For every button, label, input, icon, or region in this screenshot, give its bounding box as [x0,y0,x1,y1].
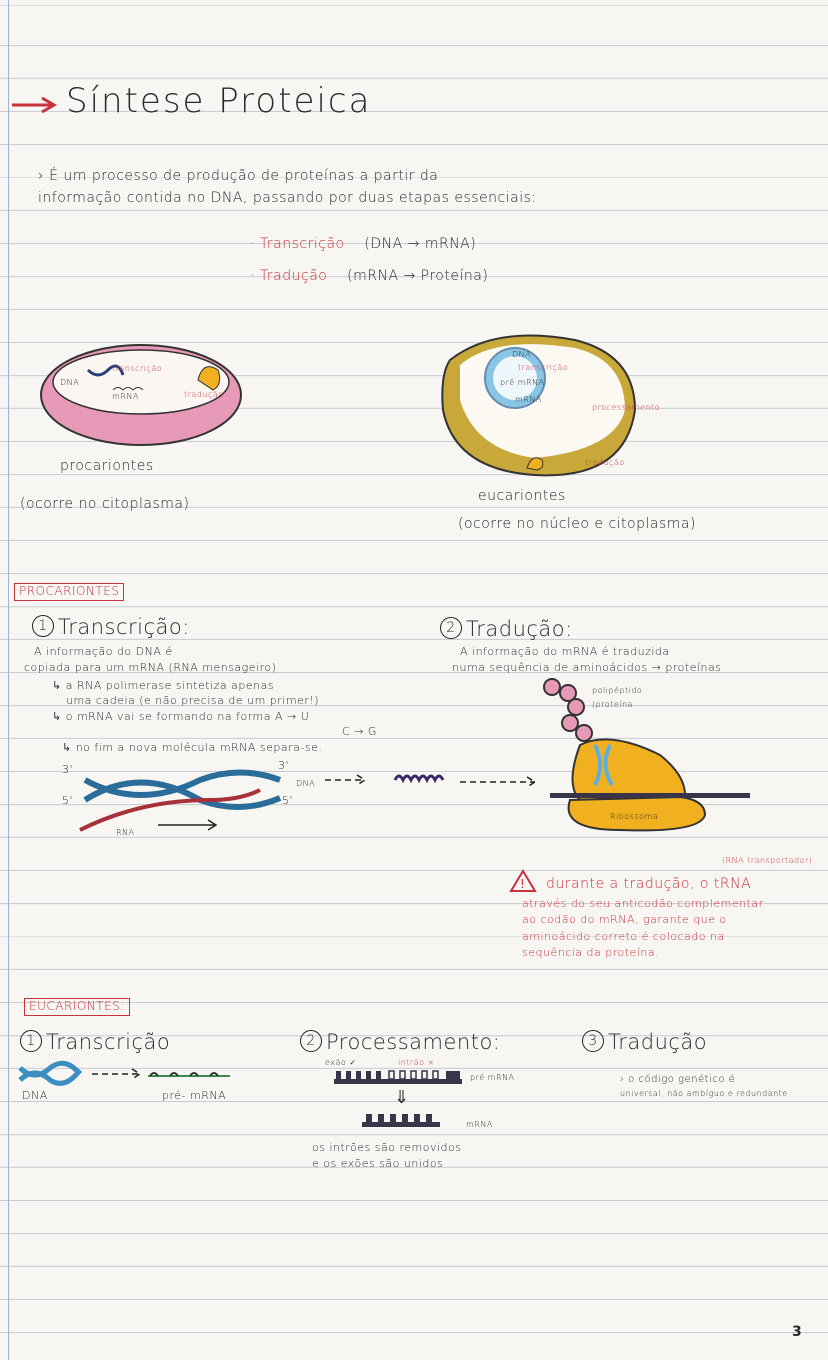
rna-label: RNA [116,828,135,837]
dna-end-5-left: 5' [62,794,74,807]
warning-line: ao codão do mRNA, garante que o [522,913,727,926]
prokaryote-note: (ocorre no citoplasma) [20,496,190,512]
prok-translation-line: A informação do mRNA é traduzida [460,645,670,658]
mrna-bar-illustration [362,1114,440,1127]
eukaryote-mrna-label: mRNA [515,395,542,404]
down-arrow-icon: ⇓ [394,1087,410,1108]
dna-to-premrna-illustration [18,1060,230,1086]
prokaryote-mrna-label: mRNA [112,392,139,401]
trna-aside: (RNA transportador) [722,856,813,865]
ribosome-label: Ribossoma [610,812,659,821]
arrow-icon [12,96,57,114]
exon-label: exão ✓ [325,1058,357,1067]
dna-end-5-right: 5' [282,794,294,807]
prokaryote-dna-label: DNA [60,378,80,387]
prokaryote-transcription-label: transcrição [112,364,163,373]
mrna-flow-illustration [325,774,537,788]
dna-label: DNA [296,779,316,788]
euk-dna-label: DNA [22,1089,48,1102]
dna-rna-illustration [79,769,282,832]
page-number: 3 [792,1324,803,1340]
prokaryotes-section-label: PROCARIONTES [14,583,125,601]
svg-text:!: ! [520,877,525,891]
prokaryote-caption: procariontes [60,458,154,474]
polypeptide-label: polipéptido [592,686,643,695]
eukaryote-processing-label: processamento [592,403,660,412]
intro-line-2: informação contida no DNA, passando por … [38,190,537,206]
eukaryote-note: (ocorre no núcleo e citoplasma) [458,516,696,532]
prok-transcription-line: copiada para um mRNA (RNA mensageiro) [24,661,277,674]
eukaryote-translation-label: tradução [585,458,625,467]
processing-mrna-label: mRNA [466,1120,493,1129]
prok-transcription-line: ↳ no fim a nova molécula mRNA separa-se. [62,741,323,754]
euk-pre-mrna-label: pré- mRNA [162,1089,227,1102]
genetic-code-line-2: universal, não ambíguo e redundante [620,1089,788,1098]
prok-transcription-line: ↳ o mRNA vai se formando na forma A → U [52,710,310,723]
eukaryote-dna-label: DNA [512,350,532,359]
processing-pre-mrna-label: pré mRNA [470,1073,515,1082]
margin-line [8,0,9,1360]
dna-end-3-right: 3' [278,759,290,772]
protein-label: (proteína [592,700,633,709]
intro-line-1: › É um processo de produção de proteínas… [38,168,439,184]
eukaryotes-section-label: EUCARIONTES: [24,998,130,1016]
step-translation: · Tradução (mRNA → Proteína) [250,268,489,284]
prok-transcription-line: ↳ a RNA polimerase sintetiza apenas [52,679,275,692]
ribosome-illustration [543,678,750,832]
warning-icon: ! [509,869,537,892]
step-transcription: · Transcrição (DNA → mRNA) [250,236,477,252]
warning-line: durante a tradução, o tRNA [546,876,752,892]
eukaryote-pre-mrna-label: pré mRNA [500,378,545,387]
eukaryote-transcription-label: transcrição [518,363,569,372]
warning-line: sequência da proteína. [522,946,660,959]
genetic-code-line-1: › o código genético é [620,1074,736,1085]
processing-note-2: e os exões são unidos [312,1157,444,1170]
processing-note-1: os intrões são removidos [312,1141,462,1154]
prok-transcription-line: C → G [342,725,377,738]
dna-end-3-left: 3' [62,763,74,776]
warning-line: através do seu anticodão complementar [522,897,764,910]
prok-transcription-line: A informação do DNA é [34,645,173,658]
prok-transcription-line: uma cadeia (e não precisa de um primer!) [66,694,320,707]
prok-translation-line: numa sequência de aminoácidos → proteína… [452,661,722,674]
warning-line: aminoácido correto é colocado na [522,930,725,943]
pre-mrna-bar-illustration [334,1070,462,1084]
intron-label: intrão × [398,1058,435,1067]
prokaryote-translation-label: tradução [184,390,224,399]
eukaryote-cell-illustration [441,334,637,477]
eukaryote-caption: eucariontes [478,488,566,504]
page-title: Síntese Proteica [66,81,372,121]
prokaryote-cell-illustration [40,344,242,446]
